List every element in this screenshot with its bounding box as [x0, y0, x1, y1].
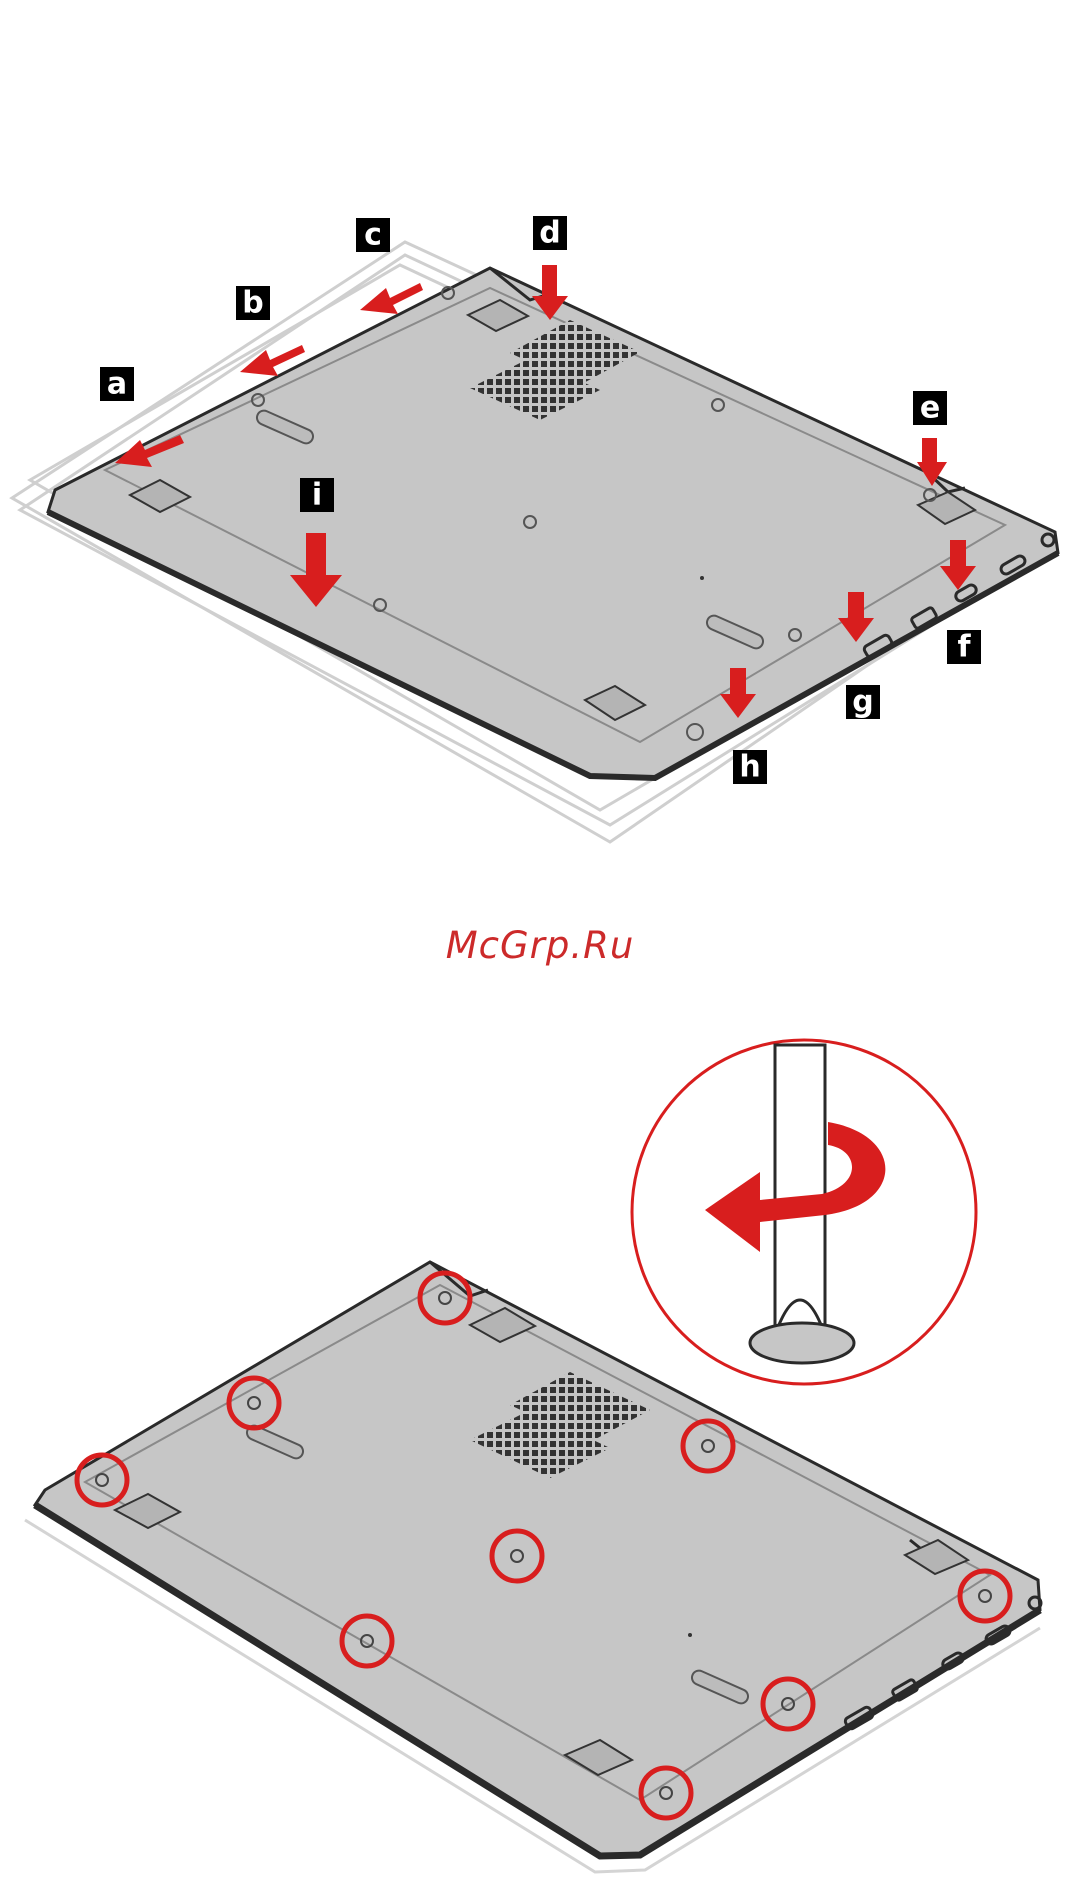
svg-text:g: g: [852, 685, 873, 720]
callout-i: i: [300, 478, 334, 513]
svg-text:b: b: [242, 286, 263, 321]
screwdriver-shaft: [775, 1045, 825, 1335]
svg-text:c: c: [364, 218, 382, 253]
callout-e: e: [913, 391, 947, 426]
screw-head: [750, 1323, 854, 1363]
callout-c: c: [356, 218, 390, 253]
callout-h: h: [733, 750, 767, 785]
watermark: McGrp.Ru: [446, 924, 635, 967]
screwdriver-magnifier: [632, 1040, 976, 1384]
callout-a: a: [100, 367, 134, 402]
callout-b: b: [236, 286, 270, 321]
svg-text:e: e: [920, 391, 940, 426]
svg-text:f: f: [957, 630, 971, 665]
svg-text:h: h: [739, 750, 760, 785]
svg-text:i: i: [312, 478, 322, 513]
top-figure: a b c d e f g h i: [12, 216, 1058, 843]
callout-f: f: [947, 630, 981, 665]
svg-text:d: d: [539, 216, 560, 251]
svg-text:a: a: [107, 367, 127, 402]
callout-d: d: [533, 216, 567, 251]
bottom-figure: [25, 1040, 1041, 1872]
callout-g: g: [846, 685, 880, 720]
